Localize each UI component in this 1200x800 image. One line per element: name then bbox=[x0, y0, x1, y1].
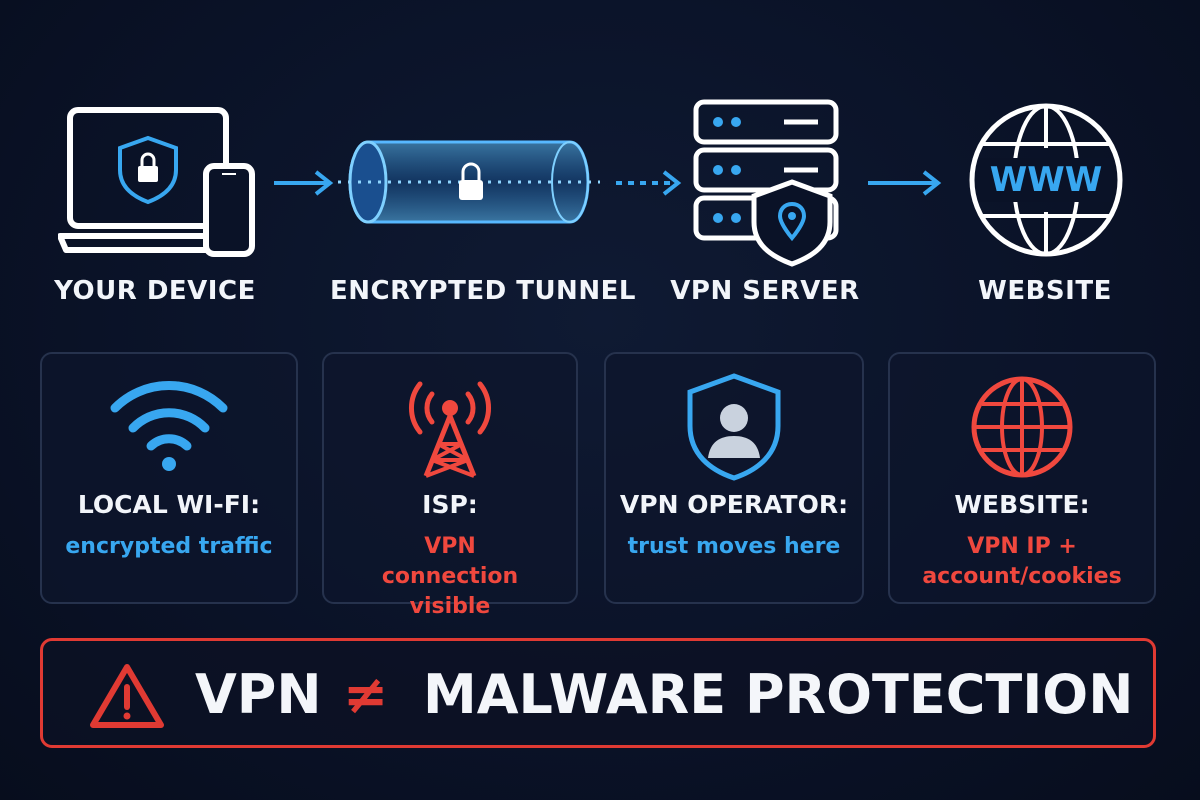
card-title: WEBSITE: bbox=[954, 490, 1090, 519]
flow-label-website: WEBSITE bbox=[978, 276, 1112, 306]
card-website: WEBSITE: VPN IP + account/cookies bbox=[888, 352, 1156, 604]
card-desc: trust moves here bbox=[627, 534, 841, 559]
flow-label-encrypted-tunnel: ENCRYPTED TUNNEL bbox=[330, 276, 636, 306]
user-shield-icon bbox=[684, 372, 784, 486]
arrow-right-icon bbox=[272, 168, 336, 198]
wifi-icon bbox=[109, 372, 229, 476]
card-desc: VPN IP + account/cookies bbox=[922, 534, 1122, 589]
flow-label-vpn-server: VPN SERVER bbox=[670, 276, 860, 306]
cell-tower-icon bbox=[390, 372, 510, 486]
warning-banner: VPN ≠ MALWARE PROTECTION bbox=[40, 638, 1156, 748]
vpn-server-icon bbox=[692, 98, 852, 268]
card-vpn-operator: VPN OPERATOR: trust moves here bbox=[604, 352, 864, 604]
website-globe-icon bbox=[966, 98, 1126, 268]
warning-triangle-icon bbox=[89, 663, 165, 729]
card-local-wifi: LOCAL WI-FI: encrypted traffic bbox=[40, 352, 298, 604]
card-isp: ISP: VPN connection visible bbox=[322, 352, 578, 619]
card-desc: encrypted traffic bbox=[65, 534, 273, 559]
banner-vpn-text: VPN bbox=[195, 663, 322, 726]
globe-icon bbox=[967, 372, 1077, 486]
encrypted-tunnel-icon bbox=[338, 132, 600, 232]
card-desc: VPN connection visible bbox=[381, 534, 519, 619]
www-label: WWW bbox=[989, 160, 1103, 200]
flow-label-your-device: YOUR DEVICE bbox=[54, 276, 256, 306]
banner-malware-text: MALWARE PROTECTION bbox=[423, 663, 1134, 726]
not-equal-symbol: ≠ bbox=[343, 663, 389, 726]
device-icon bbox=[57, 104, 258, 264]
arrow-right-icon bbox=[866, 168, 944, 198]
card-title: ISP: bbox=[422, 490, 478, 519]
card-title: LOCAL WI-FI: bbox=[77, 490, 261, 519]
arrow-right-icon bbox=[614, 168, 684, 198]
card-title: VPN OPERATOR: bbox=[619, 490, 849, 519]
